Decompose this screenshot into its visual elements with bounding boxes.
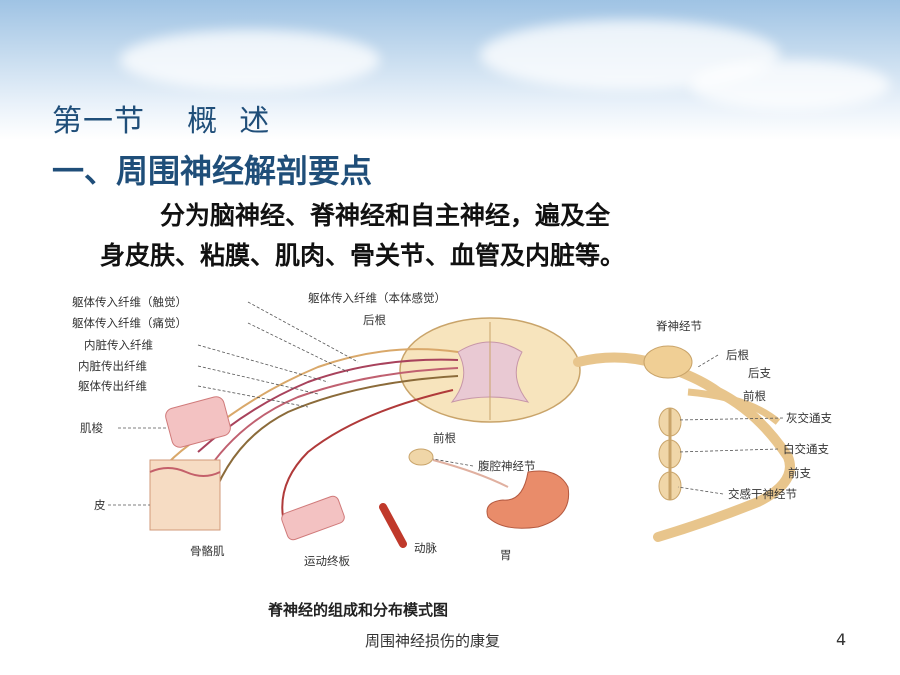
label-stomach: 胃 bbox=[500, 548, 512, 562]
body-text-line-2: 身皮肤、粘膜、肌肉、骨关节、血管及内脏等。 bbox=[100, 241, 626, 270]
stomach-shape bbox=[486, 470, 570, 529]
muscle-spindle-shape bbox=[165, 396, 231, 448]
diagram-caption: 脊神经的组成和分布模式图 bbox=[267, 601, 448, 619]
label-skeletal-muscle: 骨骼肌 bbox=[190, 544, 225, 558]
label-posterior-branch: 后支 bbox=[748, 366, 771, 380]
slide-subtitle: 一、周围神经解剖要点 bbox=[52, 152, 373, 190]
skin-surface-line bbox=[149, 467, 221, 477]
label-visceral-efferent: 内脏传出纤维 bbox=[78, 359, 147, 373]
section-title: 第一节 概 述 bbox=[52, 104, 271, 139]
leader-lines bbox=[108, 301, 784, 506]
label-spinal-ganglion: 脊神经节 bbox=[656, 319, 702, 333]
label-skin: 皮 bbox=[94, 498, 106, 512]
spinal-nerve-diagram: 躯体传入纤维（触觉） 躯体传入纤维（痛觉） 内脏传入纤维 内脏传出纤维 躯体传出… bbox=[72, 291, 832, 619]
label-artery: 动脉 bbox=[414, 541, 437, 555]
skeletal-muscle-shape bbox=[281, 495, 345, 541]
label-white-ramus: 白交通支 bbox=[783, 442, 829, 456]
label-sympathetic-ganglion: 交感干神经节 bbox=[728, 487, 797, 501]
cloud-shape bbox=[120, 30, 380, 90]
label-anterior-root-right: 前根 bbox=[743, 389, 766, 403]
label-proprioception: 躯体传入纤维（本体感觉） bbox=[308, 291, 446, 305]
label-fiber-touch: 躯体传入纤维（触觉） bbox=[72, 295, 187, 309]
label-somatic-efferent: 躯体传出纤维 bbox=[78, 379, 147, 393]
label-posterior-root-right: 后根 bbox=[726, 348, 749, 362]
visceral-fibre bbox=[432, 459, 509, 488]
footer-text: 周围神经损伤的康复 bbox=[365, 632, 501, 650]
cloud-shape bbox=[690, 60, 890, 110]
posterior-branch-nerve bbox=[687, 388, 781, 425]
label-fiber-pain: 躯体传入纤维（痛觉） bbox=[72, 316, 187, 330]
label-posterior-root-top: 后根 bbox=[363, 313, 386, 327]
body-text-line-1: 分为脑神经、脊神经和自主神经，遍及全 bbox=[160, 201, 611, 230]
celiac-ganglion-shape bbox=[408, 448, 434, 466]
spinal-ganglion-shape bbox=[643, 345, 693, 379]
page-number: 4 bbox=[836, 630, 847, 649]
label-anterior-branch: 前支 bbox=[788, 466, 811, 480]
label-muscle-spindle: 肌梭 bbox=[80, 421, 103, 435]
spinal-nerve-trunk bbox=[573, 352, 795, 542]
label-visceral-afferent: 内脏传入纤维 bbox=[84, 338, 153, 352]
label-gray-ramus: 灰交通支 bbox=[786, 411, 832, 425]
label-motor-endplate: 运动终板 bbox=[304, 554, 350, 568]
label-anterior-root-center: 前根 bbox=[433, 431, 456, 445]
nerve-fibres bbox=[152, 348, 459, 518]
label-celiac-ganglion: 腹腔神经节 bbox=[478, 459, 536, 473]
artery-shape bbox=[379, 503, 407, 548]
